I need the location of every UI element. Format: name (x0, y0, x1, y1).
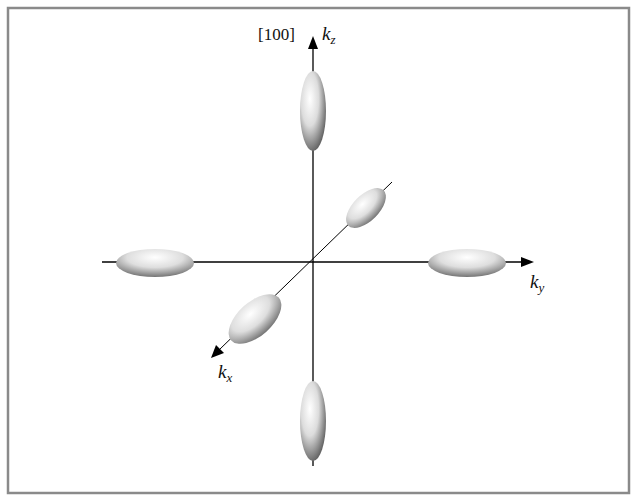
valley-ellipsoid (116, 249, 194, 277)
arrowhead (521, 257, 534, 267)
valley-ellipsoid (428, 249, 506, 277)
frame (8, 8, 629, 493)
axis-label: kz (322, 24, 336, 46)
axis-label: ky (530, 272, 544, 294)
valley-ellipsoid (220, 285, 290, 353)
arrowhead (308, 36, 318, 49)
arrowhead (211, 345, 224, 358)
direction-label: [100] (258, 26, 295, 43)
axis-label: kx (218, 362, 232, 384)
valley-ellipsoid (300, 381, 326, 461)
valley-ellipsoid (300, 71, 326, 151)
valley-ellipsoid (339, 181, 393, 235)
